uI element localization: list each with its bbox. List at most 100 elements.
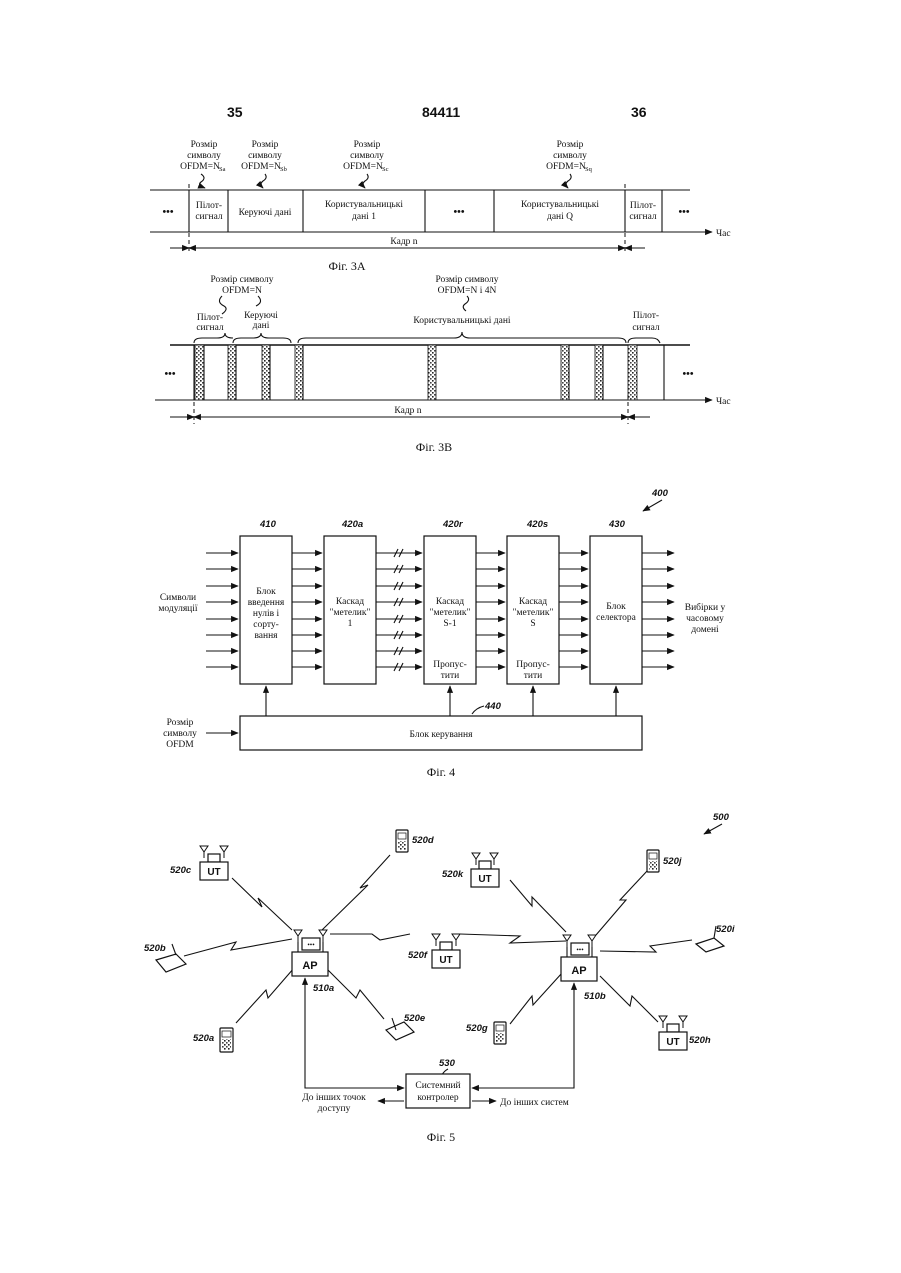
fig5-ref-520f: 520f [408, 950, 428, 961]
fig5-ap-510b-led: ••• [576, 946, 584, 954]
fig3b-symbol-pilot [195, 345, 204, 400]
figure-3b: Розмір символу OFDM=N Розмір символу OFD… [155, 275, 731, 454]
fig5-controller-l2: контролер [417, 1093, 459, 1103]
fig3b-symbol-control-2 [262, 345, 270, 400]
fig4-ref-420s: 420s [526, 519, 548, 530]
fig3b-symbol-user-3 [595, 345, 603, 400]
fig3b-symbol-user-1 [428, 345, 436, 400]
fig5-user-terminal-520h: UT [659, 1016, 687, 1050]
fig4-output-label-l3: домені [691, 625, 719, 635]
fig4-input-label-l2: модуляції [158, 604, 197, 614]
fig5-ap-510a-led: ••• [307, 941, 315, 949]
fig5-ref-500: 500 [713, 812, 730, 823]
fig3a-pilot2-l2: сигнал [629, 212, 657, 222]
fig4-block420r-l2: "метелик" [430, 608, 471, 618]
fig5-user-terminal-520c: UT [200, 846, 228, 880]
fig5-link-520a [236, 968, 294, 1023]
fig4-ref-420r: 420r [442, 519, 464, 530]
fig4-block410-l4: сорту- [253, 620, 279, 630]
fig5-caption: Фіг. 5 [427, 1130, 455, 1144]
fig5-access-point-510a: ••• AP [292, 930, 328, 976]
fig4-block410-l5: вання [254, 631, 278, 641]
fig5-ref-520h: 520h [689, 1035, 711, 1046]
figure-5: 500 [144, 812, 735, 1144]
fig5-ap-510b-label: AP [571, 965, 586, 977]
fig3a-caption: Фіг. 3А [328, 259, 365, 273]
fig5-user-terminal-520f: UT [432, 934, 460, 968]
fig4-control-label-l1: Розмір [167, 718, 194, 728]
fig3a-pointer-sc [363, 174, 368, 188]
fig4-output-label-l2: часовому [686, 614, 724, 624]
fig5-link-520c [232, 878, 292, 930]
fig3a-user-data-1-l2: дані 1 [352, 212, 376, 222]
fig4-block420s-bypass-l2: тити [524, 671, 542, 681]
fig5-ref-530: 530 [439, 1058, 456, 1069]
fig3a-user-data-q-l2: дані Q [547, 212, 573, 222]
fig4-ref-430: 430 [608, 519, 626, 530]
fig3b-caption: Фіг. 3В [416, 440, 452, 454]
fig4-block410-l1: Блок [256, 587, 276, 597]
fig4-ref-440-leader [472, 706, 484, 714]
fig5-ref-520i: 520i [716, 924, 735, 935]
fig5-link-520d [322, 855, 390, 930]
fig4-control-block-label: Блок керування [410, 730, 474, 740]
fig5-ref-520d: 520d [412, 835, 434, 846]
fig5-wireless-links [184, 855, 692, 1024]
fig4-block420s-l3: S [530, 619, 535, 629]
fig4-block420r-l1: Каскад [436, 597, 464, 607]
fig5-access-point-510b: ••• AP [561, 935, 597, 981]
fig3b-pilot2-l2: сигнал [632, 323, 660, 333]
fig3a-pilot-l1: Пілот- [196, 201, 222, 211]
fig3a-label-sa-l2: символу [187, 151, 221, 161]
fig5-ref-520e: 520e [404, 1013, 426, 1024]
fig3a-label-sb-l1: Розмір [252, 140, 279, 150]
fig5-ap-510a-label: AP [302, 960, 317, 972]
fig3a-label-sc-sub: Sc [382, 166, 389, 173]
fig5-phone-520j [647, 850, 659, 872]
fig3b-pilot2-l1: Пілот- [633, 311, 659, 321]
fig4-control-label-l2: символу [163, 729, 197, 739]
fig3a-pointer-sa [200, 174, 205, 188]
fig3b-symbol-control-3 [295, 345, 303, 400]
fig3b-frame-label: Кадр n [394, 406, 421, 416]
fig4-block420s-l2: "метелик" [513, 608, 554, 618]
fig3b-ellipsis-left: ••• [164, 369, 175, 380]
fig3b-symbol-user-2 [561, 345, 569, 400]
fig3b-time-label: Час [716, 397, 731, 407]
fig3b-symbol-n-l2: OFDM=N [222, 286, 262, 296]
fig4-block430-l1: Блок [606, 602, 626, 612]
fig3a-user-data-q-l1: Користувальницькі [521, 200, 599, 210]
fig5-controller-l1: Системний [415, 1080, 460, 1091]
fig3a-label-sq-sub: Sq [585, 166, 593, 173]
fig3a-label-sc-l3: OFDM=N [343, 162, 383, 172]
fig5-link-520g [510, 973, 562, 1024]
fig3a-pilot2-l1: Пілот- [630, 201, 656, 211]
fig4-block420s-bypass-l1: Пропус- [516, 660, 550, 670]
fig3b-symbol-pilot-2 [628, 345, 637, 400]
fig3b-pointer-pilot [219, 296, 226, 314]
fig3b-symbol-n-l1: Розмір символу [210, 275, 273, 285]
fig5-ut-520h-label: UT [666, 1037, 679, 1048]
fig5-phone-520g [494, 1022, 506, 1044]
fig3a-time-label: Час [716, 229, 731, 239]
fig3a-label-sc-l1: Розмір [354, 140, 381, 150]
fig3b-pilot-l2: сигнал [196, 323, 224, 333]
fig3b-pilot-l1: Пілот- [197, 313, 223, 323]
fig5-ref-520k: 520k [442, 869, 464, 880]
fig5-link-520h [600, 976, 658, 1022]
fig5-to-access-points-l1: До інших точок [302, 1093, 366, 1103]
fig4-ref-440: 440 [484, 701, 502, 712]
fig4-output-label-l1: Вибірки у [685, 602, 726, 613]
fig3a-label-sb-l3: OFDM=N [241, 162, 281, 172]
fig5-to-systems: До інших систем [500, 1098, 569, 1108]
fig5-ref-520b: 520b [144, 943, 166, 954]
fig3a-ellipsis-right: ••• [678, 207, 689, 218]
fig4-block420r-bypass-l1: Пропус- [433, 660, 467, 670]
fig4-caption: Фіг. 4 [427, 765, 455, 779]
fig5-phone-520a [220, 1028, 233, 1052]
fig5-ref-510b: 510b [584, 991, 606, 1002]
fig5-phone-520d [396, 830, 408, 852]
fig3b-pointer-user [463, 296, 468, 311]
